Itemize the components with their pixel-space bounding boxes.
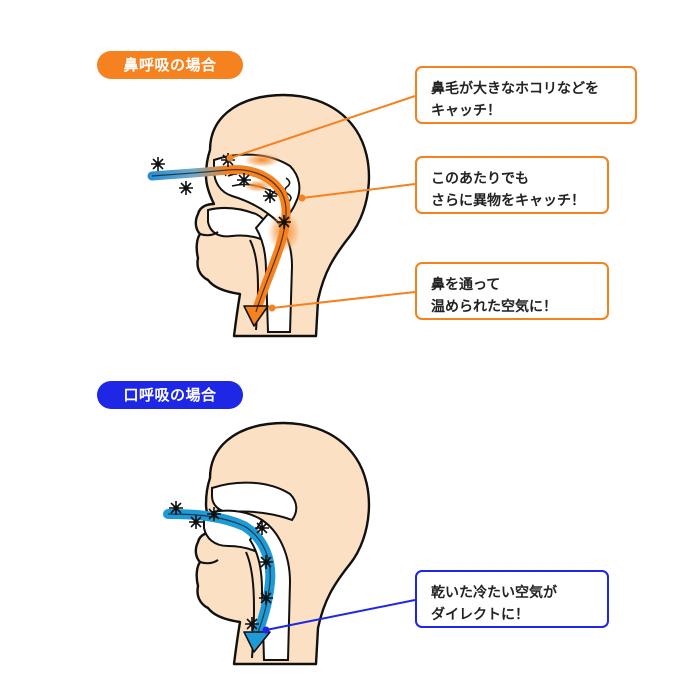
callout-warm-air: 鼻を通って 温められた空気に！ — [415, 262, 609, 320]
dust-particle-icon — [254, 520, 270, 536]
dust-particle-icon — [262, 188, 278, 204]
dust-particle-icon — [168, 500, 184, 516]
callout-line: ダイレクトに！ — [431, 607, 529, 623]
callout-line: 乾いた冷たい空気が — [431, 585, 557, 601]
dust-particle-icon — [178, 180, 194, 196]
dust-particle-icon — [244, 616, 260, 632]
callout-line: 鼻毛が大きなホコリなどを — [431, 81, 599, 97]
callout-line: 温められた空気に！ — [431, 299, 557, 315]
leader-lines-top — [229, 95, 416, 309]
dust-particle-icon — [150, 156, 166, 172]
dust-particle-icon — [258, 590, 274, 606]
dust-particle-icon — [206, 506, 222, 522]
callout-cold-air: 乾いた冷たい空気が ダイレクトに！ — [415, 570, 609, 628]
nose-breathing-head — [147, 93, 416, 338]
callout-line: このあたりでも — [431, 171, 529, 187]
dust-particle-icon — [236, 172, 252, 188]
mouth-breathing-label: 口呼吸の場合 — [97, 381, 243, 409]
dust-particle-icon — [188, 514, 204, 530]
callout-mucosa: このあたりでも さらに異物をキャッチ！ — [415, 156, 609, 214]
callout-line: さらに異物をキャッチ！ — [431, 193, 585, 209]
nose-breathing-label: 鼻呼吸の場合 — [97, 51, 243, 79]
callout-line: キャッチ！ — [431, 103, 501, 119]
callout-line: 鼻を通って — [431, 277, 501, 293]
dust-particle-icon — [258, 554, 274, 570]
dust-particle-icon — [276, 214, 292, 230]
mouth-breathing-head — [163, 421, 416, 666]
callout-nose-hair: 鼻毛が大きなホコリなどを キャッチ！ — [415, 66, 637, 124]
leader-line-bottom — [265, 599, 416, 631]
